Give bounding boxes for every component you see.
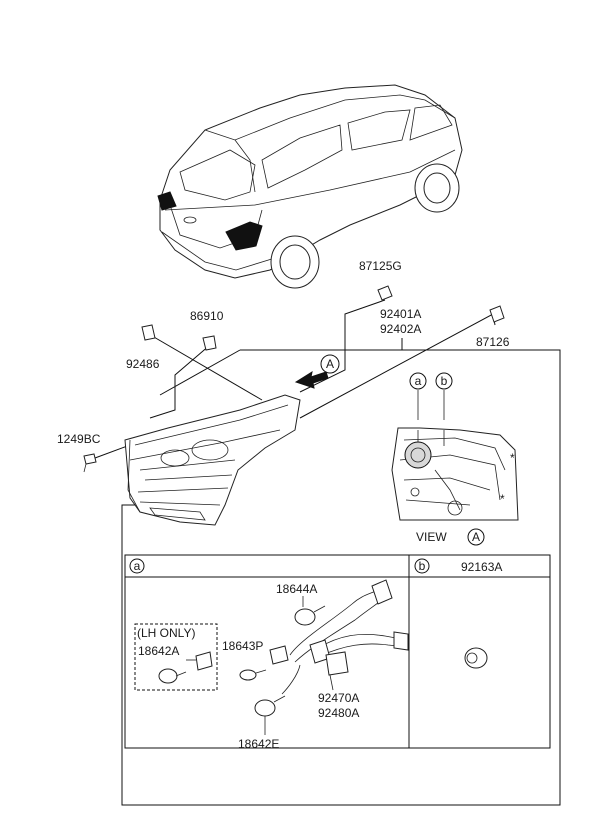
- part-92163A: 92163A: [461, 560, 502, 574]
- lh-only-box: [134, 623, 218, 691]
- bulb-18642A: [158, 668, 187, 684]
- view-ref-label: A: [326, 357, 334, 371]
- part-18642A: 18642A: [138, 644, 179, 658]
- view-a-rear-view: * *: [391, 390, 519, 521]
- part-18642E: 18642E: [238, 737, 279, 751]
- svg-text:A: A: [472, 530, 480, 544]
- leader-lines: [94, 299, 496, 459]
- part-92401A: 92401A: [380, 307, 421, 321]
- bolt-1249BC: [83, 453, 97, 473]
- svg-text:*: *: [510, 451, 515, 465]
- callout-b: b: [435, 372, 453, 390]
- bulb-18642E: [254, 695, 286, 735]
- bulb-18644A: [294, 596, 326, 626]
- detail-section-a-header: a: [129, 558, 145, 574]
- svg-text:b: b: [419, 559, 426, 573]
- assembly-frame: [121, 349, 561, 806]
- fastener-92486: [141, 324, 156, 341]
- part-92402A: 92402A: [380, 322, 421, 336]
- socket-18642A: [186, 651, 213, 671]
- fastener-87126: [489, 305, 505, 323]
- detail-section-b-header: b: [414, 558, 430, 574]
- svg-text:a: a: [134, 559, 141, 573]
- bulb-18643P: [239, 669, 267, 681]
- part-92480A: 92480A: [318, 706, 359, 720]
- view-a-arrow: A: [294, 354, 340, 389]
- detail-table: [124, 554, 551, 749]
- callout-a: a: [409, 372, 427, 390]
- part-92486: 92486: [126, 357, 160, 371]
- plug-92163A: [464, 647, 488, 669]
- svg-text:a: a: [415, 374, 422, 388]
- fastener-86910: [202, 335, 217, 351]
- part-86910: 86910: [190, 309, 224, 323]
- view-caption: VIEW: [416, 530, 447, 544]
- fastener-87125G: [377, 285, 393, 301]
- wiring-harness-92470A: [269, 579, 409, 695]
- part-92470A: 92470A: [318, 691, 359, 705]
- lh-only-label: (LH ONLY): [137, 626, 195, 640]
- part-87126: 87126: [476, 335, 510, 349]
- tail-lamp-assembly: [124, 394, 301, 526]
- vehicle-illustration: [157, 84, 463, 289]
- part-18644A: 18644A: [276, 582, 317, 596]
- view-caption-ref: A: [467, 528, 485, 546]
- svg-text:b: b: [441, 374, 448, 388]
- part-18643P: 18643P: [222, 639, 263, 653]
- svg-text:*: *: [500, 492, 505, 506]
- part-1249BC: 1249BC: [57, 432, 101, 446]
- part-87125G: 87125G: [359, 259, 402, 273]
